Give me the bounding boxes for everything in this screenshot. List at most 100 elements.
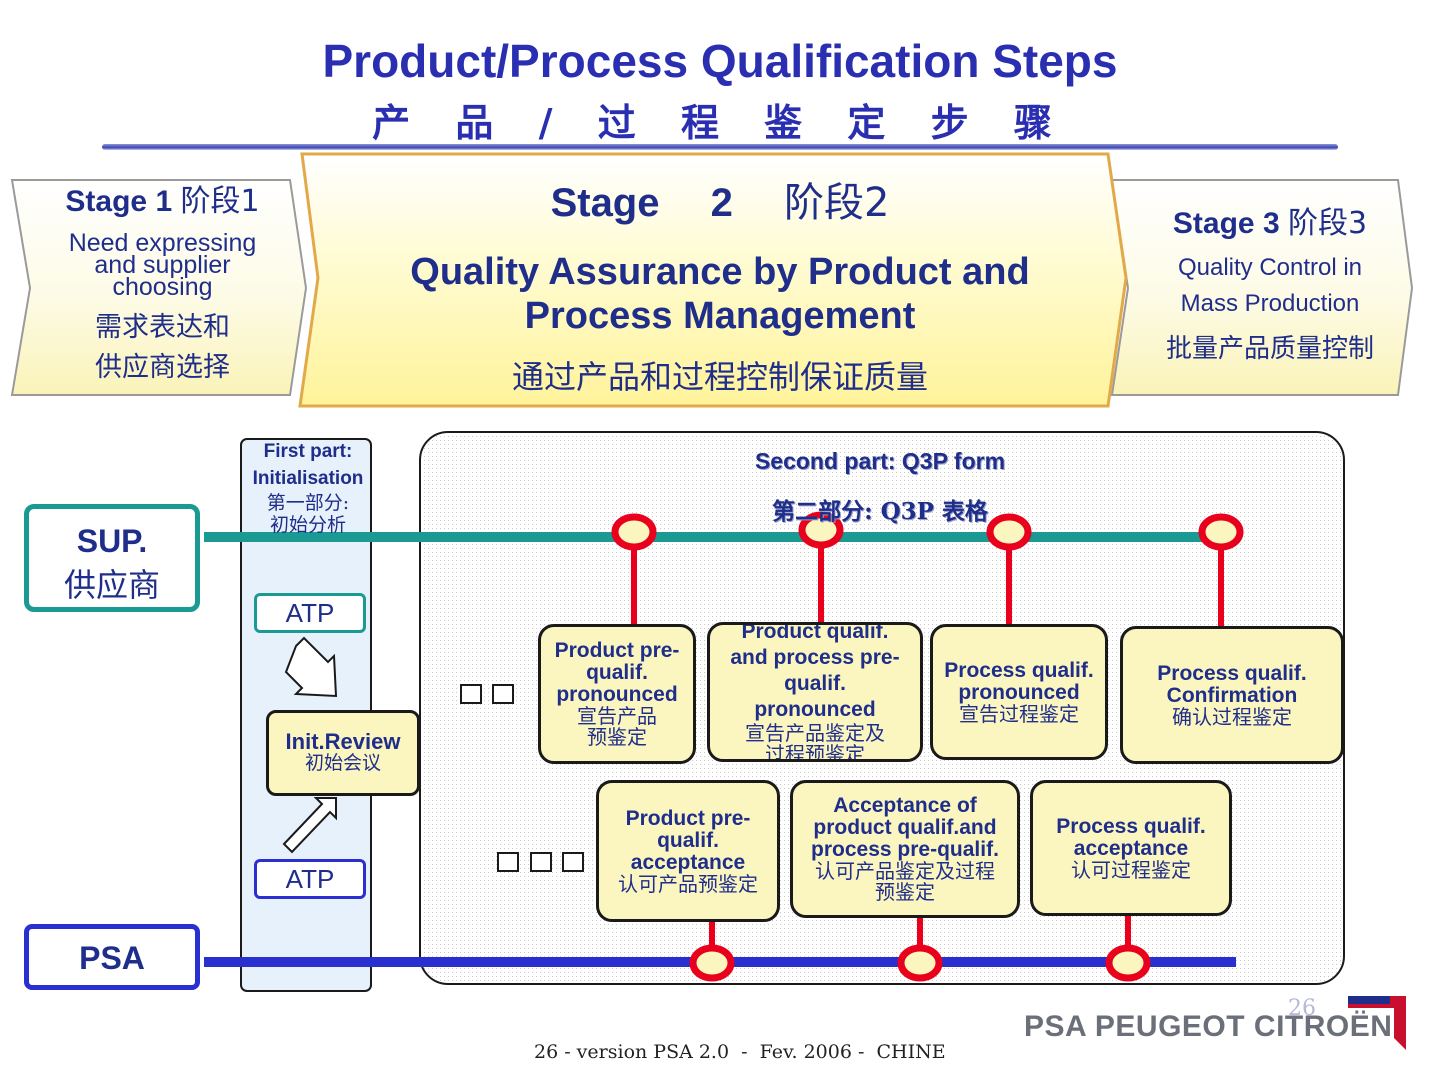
milestone-text-cn: 过程预鉴定: [765, 742, 865, 762]
supplier-label: SUP.: [76, 523, 148, 559]
atp-psa-box: ATP: [254, 859, 366, 899]
milestone-node: [798, 511, 844, 549]
stage1-description: Need expressing and supplier choosing: [20, 231, 305, 301]
supplier-milestone-markers: [611, 511, 1244, 626]
init-review-label: Init.Review: [285, 729, 401, 754]
milestone-text: Product pre-: [554, 639, 680, 662]
milestone-text: Process qualif.: [1056, 814, 1206, 838]
psa-logo-flag-icon: [1348, 996, 1406, 1050]
milestone-node: [689, 944, 735, 982]
milestone-node: [1198, 513, 1244, 551]
psa-milestone-product-prequalif-acceptance: Product pre- qualif. acceptance 认可产品预鉴定: [596, 780, 780, 922]
stage3-chevron: [1110, 179, 1414, 396]
stage2-description: Quality Assurance by Product and Process…: [320, 250, 1120, 338]
checkbox-placeholder: [530, 852, 552, 872]
psa-milestone-process-qualif-acceptance: Process qualif. acceptance 认可过程鉴定: [1030, 780, 1232, 916]
milestone-text: pronounced: [754, 698, 876, 721]
stage1-heading-en: Stage 1: [65, 185, 173, 218]
stage2-chevron: [298, 152, 1128, 408]
milestone-text-cn: 预鉴定: [875, 880, 935, 904]
psa-milestone-product-qualif-acceptance: Acceptance of product qualif.and process…: [790, 780, 1020, 918]
first-part-title: First part:: [263, 441, 353, 462]
psa-milestone-markers: [689, 916, 1151, 982]
stage1-cn-line: 供应商选择: [95, 352, 230, 383]
milestone-node: [1105, 944, 1151, 982]
milestone-text: qualif.: [784, 672, 846, 695]
stage3-card: Stage 3 阶段3 Quality Control in Mass Prod…: [1130, 198, 1410, 365]
first-part-label: First part: Initialisation 第一部分: 初始分析: [244, 438, 372, 534]
supplier-label-cn: 供应商: [63, 566, 160, 604]
stage3-heading-en: Stage 3: [1172, 207, 1280, 240]
milestone-text: qualif.: [657, 828, 719, 852]
stage2-heading-cn: 阶段2: [783, 180, 890, 226]
supplier-milestone-product-prequalif-pronounced: Product pre- qualif. pronounced 宣告产品 预鉴定: [538, 624, 696, 764]
milestone-node: [986, 513, 1032, 551]
milestone-text: Product qualif.: [741, 622, 889, 643]
stage3-heading-cn: 阶段3: [1287, 206, 1368, 241]
checkbox-placeholder: [562, 852, 584, 872]
milestone-text-cn: 认可产品预鉴定: [618, 871, 758, 896]
milestone-text: and process pre-: [730, 646, 900, 669]
milestone-text: Confirmation: [1166, 683, 1298, 707]
stage1-desc-line: choosing: [112, 273, 213, 301]
footer-text: 26 - version PSA 2.0 - Fev. 2006 - CHINE: [534, 1041, 946, 1063]
page-title: Product/Process Qualification Steps: [322, 35, 1118, 87]
supplier-box: SUP. 供应商: [24, 504, 200, 612]
stage-banner-shapes: [10, 152, 1414, 408]
checkbox-placeholder: [492, 684, 514, 704]
stage3-heading: Stage 3 阶段3: [1130, 198, 1410, 242]
stage2-heading: Stage 2 阶段2: [320, 170, 1120, 228]
stage2-heading-en: Stage 2: [550, 181, 733, 225]
supplier-milestone-process-qualif-pronounced: Process qualif. pronounced 宣告过程鉴定: [930, 624, 1108, 760]
title-underline: [102, 144, 1338, 150]
milestone-text: product qualif.and: [813, 816, 997, 839]
init-review-label-cn: 初始会议: [304, 752, 381, 774]
atp-supplier-box: ATP: [254, 593, 366, 633]
stage1-card: Stage 1 阶段1 Need expressing and supplier…: [20, 176, 305, 388]
stage1-desc-line: and supplier: [94, 251, 231, 279]
stage1-heading: Stage 1 阶段1: [20, 176, 305, 220]
arrow-up-right-icon: [282, 797, 337, 854]
milestone-text: Product pre-: [625, 806, 751, 830]
stage2-card: Stage 2 阶段2 Quality Assurance by Product…: [320, 170, 1120, 398]
stage1-heading-cn: 阶段1: [180, 184, 260, 219]
milestone-text-cn: 认可过程鉴定: [1071, 857, 1191, 882]
milestone-text-cn: 宣告过程鉴定: [959, 701, 1079, 726]
page-number: 26: [1288, 996, 1316, 1021]
milestone-text: pronounced: [958, 680, 1080, 704]
psa-logo: PSA PEUGEOT CITROËN: [1024, 1010, 1393, 1043]
second-part-label: Second part: Q3P form: [754, 448, 1006, 474]
first-part-subtitle: Initialisation: [252, 468, 364, 489]
milestone-text: Process qualif.: [944, 658, 1094, 682]
milestone-node: [897, 944, 943, 982]
milestone-text: pronounced: [556, 683, 678, 706]
stage1-chevron: [10, 179, 308, 396]
milestone-text: acceptance: [630, 850, 746, 874]
stage3-desc-line: Quality Control in: [1177, 254, 1363, 281]
stage2-description-cn: 通过产品和过程控制保证质量: [511, 358, 928, 396]
milestone-text: acceptance: [1073, 836, 1189, 860]
first-part-subtitle-cn: 初始分析: [269, 514, 346, 534]
milestone-text-cn: 认可产品鉴定及过程: [815, 859, 995, 883]
stage2-desc-line: Process Management: [524, 295, 916, 337]
milestone-text: Process qualif.: [1157, 661, 1307, 685]
milestone-text: qualif.: [586, 661, 648, 684]
supplier-milestone-product-qualif-pronounced: Product qualif. and process pre- qualif.…: [707, 622, 923, 762]
checkbox-placeholder: [497, 852, 519, 872]
stage3-desc-line: Mass Production: [1180, 290, 1360, 317]
second-part-label-cn: 第二部分: Q3P 表格: [772, 498, 988, 525]
milestone-text-cn: 宣告产品鉴定及: [745, 721, 885, 745]
arrow-down-right-icon: [284, 636, 338, 698]
init-review-box: Init.Review 初始会议: [266, 710, 420, 796]
milestone-text: process pre-qualif.: [811, 838, 999, 861]
checkbox-placeholder: [460, 684, 482, 704]
psa-box: PSA: [24, 924, 200, 990]
milestone-text-cn: 宣告产品: [577, 704, 657, 728]
stage2-desc-line: Quality Assurance by Product and: [410, 251, 1030, 293]
milestone-text-cn: 预鉴定: [587, 725, 647, 749]
milestone-text: Acceptance of: [833, 794, 977, 817]
page-title-chinese: 产 品 / 过 程 鉴 定 步 骤: [372, 101, 1068, 145]
milestone-node: [611, 513, 657, 551]
stage3-description: Quality Control in Mass Production: [1130, 250, 1410, 322]
supplier-milestone-process-qualif-confirmation: Process qualif. Confirmation 确认过程鉴定: [1120, 626, 1344, 764]
